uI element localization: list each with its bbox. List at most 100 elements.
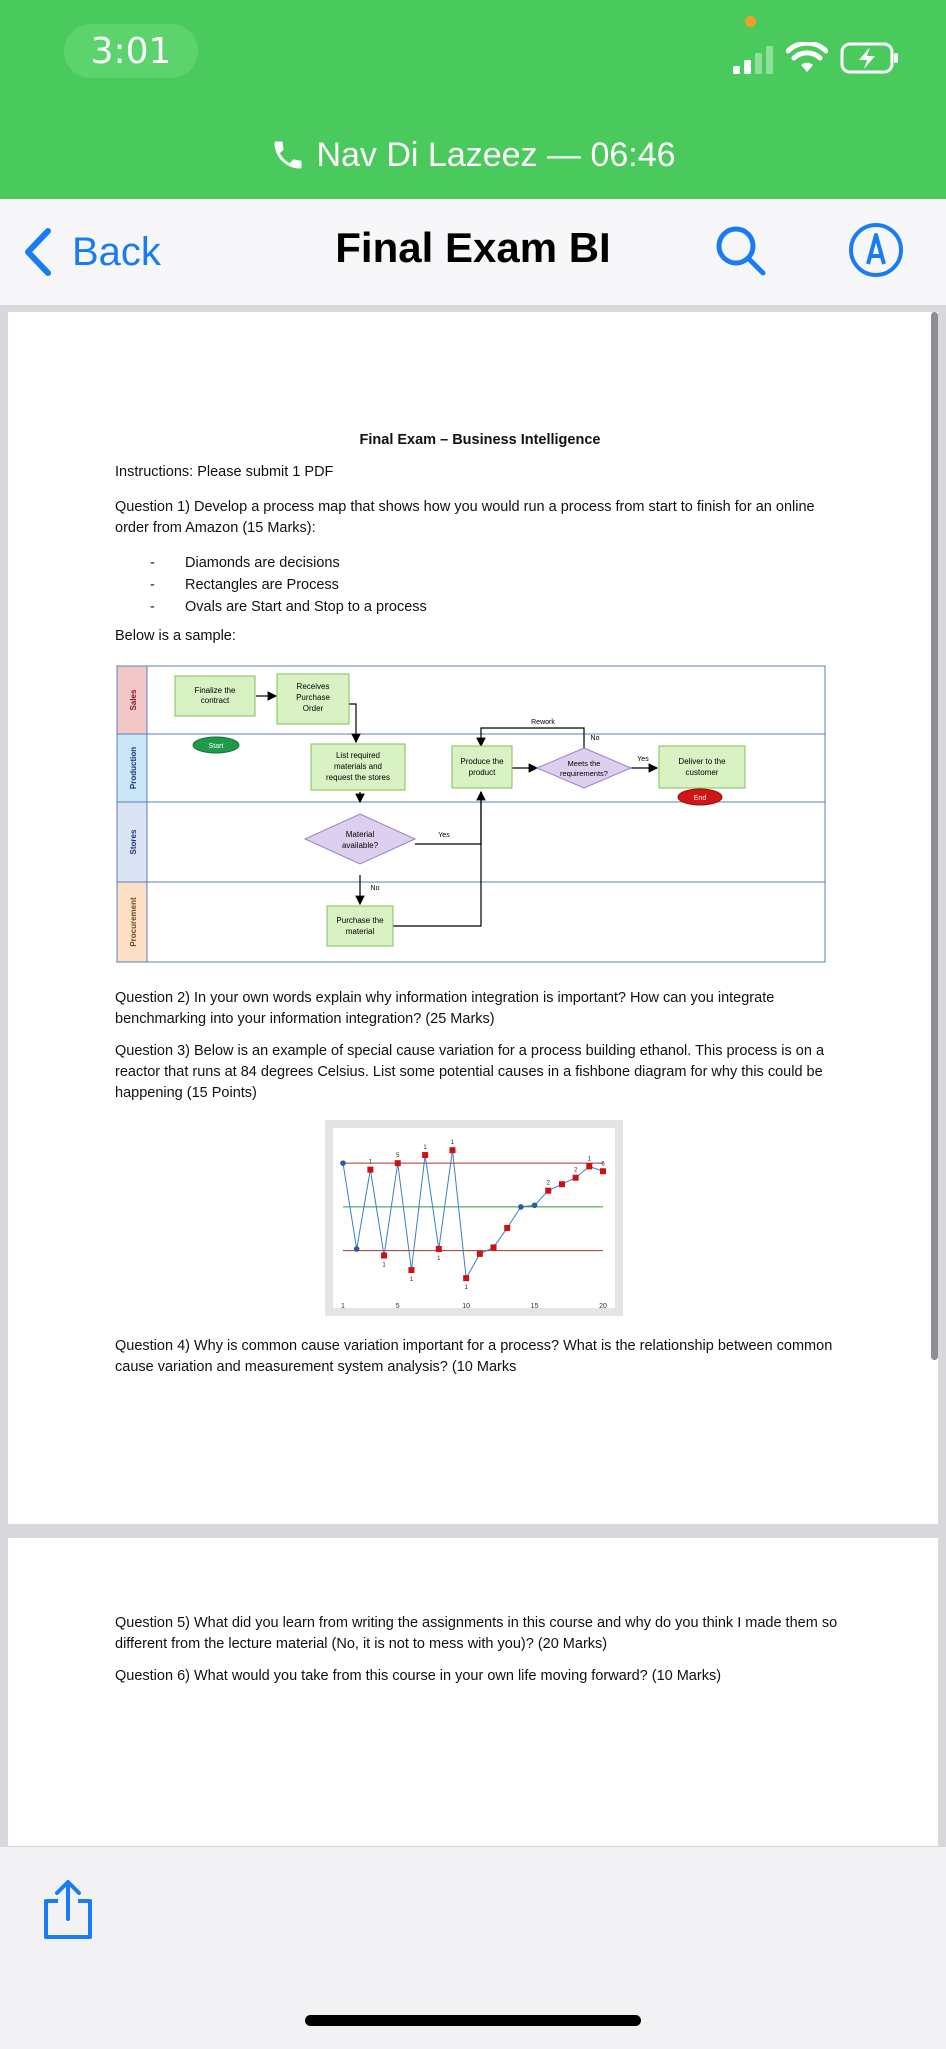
start-oval: Start — [192, 736, 240, 754]
edge-label-rework: Rework — [531, 719, 555, 726]
svg-text:available?: available? — [342, 841, 379, 850]
data-point-out-of-control — [422, 1152, 429, 1159]
data-point-out-of-control — [600, 1168, 606, 1175]
search-icon[interactable] — [712, 222, 768, 278]
battery-charging-icon — [840, 42, 898, 74]
lane-header-stores — [116, 801, 148, 883]
lane-label-stores: Stores — [129, 829, 138, 854]
svg-text:Receives: Receives — [297, 682, 330, 691]
bottom-toolbar — [0, 1846, 946, 2049]
data-point-out-of-control — [545, 1187, 552, 1194]
chart-plot-area — [333, 1128, 615, 1308]
data-point — [531, 1202, 538, 1209]
lane-header-production — [116, 733, 148, 803]
question-5-text: Question 5) What did you learn from writ… — [115, 1615, 838, 1652]
data-point-label: 1 — [369, 1160, 373, 1166]
wifi-icon — [786, 42, 828, 72]
svg-text:customer: customer — [686, 768, 719, 777]
data-point-label: 1 — [382, 1263, 386, 1269]
edge — [391, 790, 486, 927]
data-point-label: 1 — [451, 1140, 455, 1146]
data-point — [518, 1204, 524, 1210]
document-title: Final Exam – Business Intelligence — [359, 432, 601, 448]
data-point-out-of-control — [463, 1275, 470, 1282]
data-point-out-of-control — [408, 1267, 415, 1274]
lane-sales — [146, 665, 826, 735]
data-point-out-of-control — [476, 1250, 483, 1257]
x-tick-label: 5 — [396, 1303, 400, 1310]
markup-pen-icon[interactable] — [848, 222, 904, 278]
data-point-out-of-control — [367, 1166, 374, 1173]
call-banner-text: Nav Di Lazeez — 06:46 — [316, 135, 676, 174]
data-point-label: 6 — [601, 1161, 605, 1167]
page-title: Final Exam BI — [335, 224, 611, 271]
data-point-out-of-control — [394, 1160, 401, 1167]
svg-text:Purchase: Purchase — [296, 693, 330, 702]
data-point-out-of-control — [586, 1163, 593, 1170]
data-point — [340, 1160, 346, 1166]
chevron-left-icon — [25, 228, 51, 276]
sample-label: Below is a sample: — [115, 628, 236, 644]
process-box-deliver-customer: Deliver to the customer — [658, 745, 746, 789]
question-2-text: Question 2) In your own words explain wh… — [115, 990, 775, 1027]
question-6-text: Question 6) What would you take from thi… — [115, 1668, 722, 1684]
question-3-text: Question 3) Below is an example of speci… — [115, 1043, 825, 1101]
question-4-text: Question 4) Why is common cause variatio… — [115, 1338, 833, 1375]
edge-label-no: No — [591, 735, 600, 742]
process-box-list-materials: List required materials and request the … — [310, 743, 406, 791]
back-button-label: Back — [72, 229, 161, 274]
lane-procurement — [146, 881, 826, 963]
svg-text:Start: Start — [209, 743, 224, 750]
list-item: -Rectangles are Process — [150, 577, 339, 593]
navigation-bar: Back Final Exam BI — [0, 199, 946, 306]
data-point-out-of-control — [490, 1244, 497, 1251]
x-tick-label: 20 — [599, 1303, 607, 1310]
svg-text:materials and: materials and — [334, 762, 382, 771]
edge-label-yes: Yes — [637, 756, 649, 763]
back-button[interactable]: Back — [20, 224, 161, 280]
cellular-signal-icon — [733, 46, 773, 74]
edge-rework — [476, 727, 585, 748]
svg-text:Produce the: Produce the — [460, 757, 504, 766]
status-time[interactable]: 3:01 — [64, 24, 198, 78]
phone-icon — [274, 141, 302, 169]
share-icon[interactable] — [40, 1879, 96, 1941]
data-point — [353, 1246, 360, 1252]
svg-text:contract: contract — [201, 696, 230, 705]
list-item: -Diamonds are decisions — [150, 555, 340, 571]
x-tick-label: 1 — [341, 1303, 345, 1310]
svg-text:Meets the: Meets the — [568, 759, 601, 768]
data-point-out-of-control — [435, 1246, 442, 1253]
x-tick-label: 15 — [531, 1303, 539, 1310]
data-point-out-of-control — [504, 1224, 511, 1231]
status-bar: 3:01 Nav Di Lazeez — 06:46 — [0, 0, 946, 199]
svg-text:Order: Order — [303, 704, 324, 713]
pdf-viewer[interactable]: Final Exam – Business Intelligence Instr… — [0, 306, 946, 1846]
svg-text:material: material — [346, 927, 375, 936]
svg-text:requirements?: requirements? — [560, 769, 608, 778]
lane-label-sales: Sales — [129, 689, 138, 710]
svg-text:product: product — [469, 768, 496, 777]
end-oval: End — [677, 788, 723, 806]
process-box-finalize-contract: Finalize the contract — [174, 675, 256, 717]
data-point-out-of-control — [449, 1147, 456, 1154]
svg-text:End: End — [694, 795, 707, 802]
svg-text:Material: Material — [346, 830, 375, 839]
data-point-label: 1 — [410, 1277, 414, 1283]
data-point-label: 2 — [574, 1168, 578, 1174]
decision-material-available: Material available? — [303, 813, 417, 865]
data-point-label: 1 — [437, 1256, 441, 1262]
privacy-indicator-dot — [745, 16, 756, 27]
process-box-purchase-material: Purchase the material — [326, 905, 394, 947]
home-indicator[interactable] — [305, 2015, 641, 2026]
data-point-label: 1 — [588, 1156, 592, 1162]
instructions-text: Instructions: Please submit 1 PDF — [115, 464, 334, 480]
data-point-label: 1 — [423, 1145, 427, 1151]
data-point-label: 5 — [396, 1153, 400, 1159]
shape-legend-list: -Diamonds are decisions -Rectangles are … — [115, 553, 845, 619]
ongoing-call-banner[interactable]: Nav Di Lazeez — 06:46 — [0, 130, 946, 180]
edge-label-no: No — [371, 885, 380, 892]
data-point-out-of-control — [558, 1181, 565, 1188]
scroll-indicator[interactable] — [931, 312, 938, 1360]
process-box-produce-product: Produce the product — [451, 745, 513, 789]
